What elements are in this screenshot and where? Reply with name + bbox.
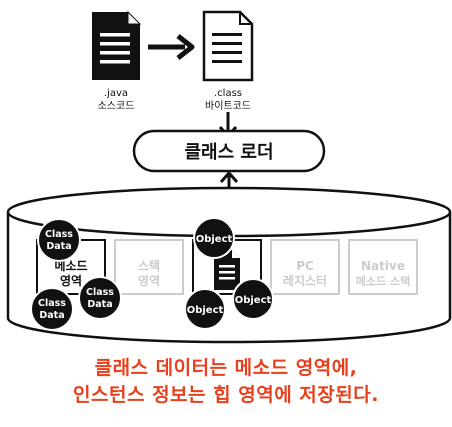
stack-area-label-2: 영역 [138,273,160,288]
stack-area-label-1: 스택 [138,258,160,273]
compile-arrow [148,34,195,60]
class-data-node: Class Data [30,287,74,331]
class-file-ext: .class [214,88,242,99]
class-data-label-2: Data [87,299,112,310]
heap-document-icon [214,250,240,290]
method-area-label-2: 영역 [60,273,82,288]
class-data-label-2: Data [46,241,71,252]
java-file-icon [92,10,142,80]
class-data-node: Class Data [78,276,122,320]
pc-register-box [270,239,340,295]
object-label: Object [187,305,224,316]
class-file-icon [202,10,254,82]
class-data-label-1: Class [45,229,73,240]
java-file-ext: .java [104,88,128,99]
native-stack-label-1: Native [361,259,405,273]
object-label: Object [235,295,272,306]
java-file-label: 소스코드 [98,100,135,112]
object-node: Object [232,278,274,320]
class-data-node: Class Data [37,218,81,262]
caption-line-1: 클래스 데이터는 메소드 영역에, [94,357,358,379]
class-file-label: 바이트코드 [205,100,251,112]
class-data-label-2: Data [39,310,64,321]
pc-register-label-1: PC [296,259,314,273]
class-loader-box [132,129,326,173]
class-data-label-1: Class [38,298,66,309]
native-stack-box [348,239,418,295]
stack-area-box [114,239,184,295]
class-data-label-1: Class [86,287,114,298]
object-node: Object [184,288,226,330]
object-label: Object [196,234,233,245]
class-loader-label: 클래스 로더 [184,142,273,163]
object-node: Object [193,217,235,259]
native-stack-label-2: 메소드 스택 [356,274,410,288]
pc-register-label-2: 레지스터 [283,273,327,288]
method-area-label-1: 메소드 [54,258,87,273]
caption-line-2: 인스턴스 정보는 힙 영역에 저장된다. [73,384,379,406]
